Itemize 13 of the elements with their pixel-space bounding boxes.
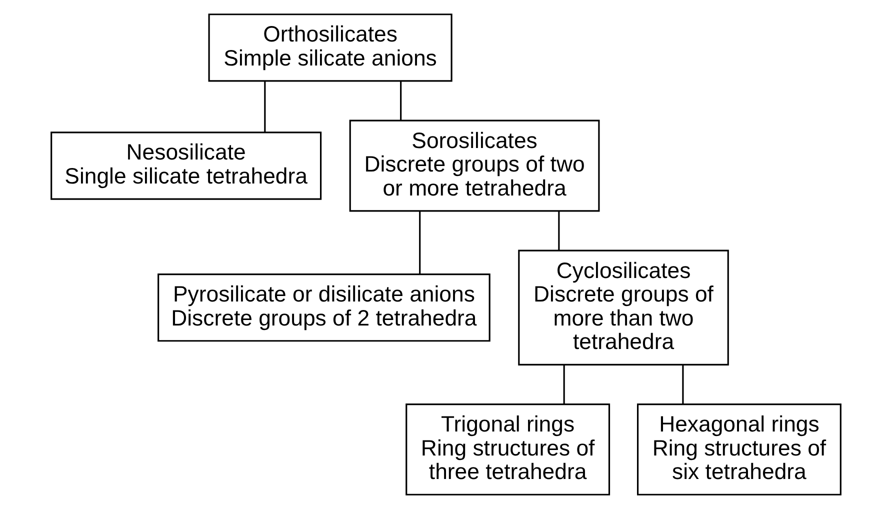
node-box: Nesosilicate Single silicate tetrahedra	[50, 132, 322, 200]
connector	[418, 211, 420, 274]
node-box: Cyclosilicates Discrete groups of more than two tetrahedra	[518, 250, 728, 366]
connector	[264, 81, 266, 132]
connector	[562, 364, 564, 404]
connector	[558, 211, 560, 250]
connector	[400, 81, 402, 120]
node-box: Pyrosilicate or disilicate anions Discrete groups of 2 tetrahedra	[157, 274, 490, 342]
connector	[682, 364, 684, 404]
node-box: Hexagonal rings Ring structures of six tetrahedra	[636, 403, 841, 496]
node-box: Sorosilicates Discrete groups of two or more tetrahedra	[348, 120, 600, 212]
node-box: Trigonal rings Ring structures of three tetrahedra	[405, 403, 610, 496]
node-box: Orthosilicates Simple silicate anions	[208, 14, 452, 82]
